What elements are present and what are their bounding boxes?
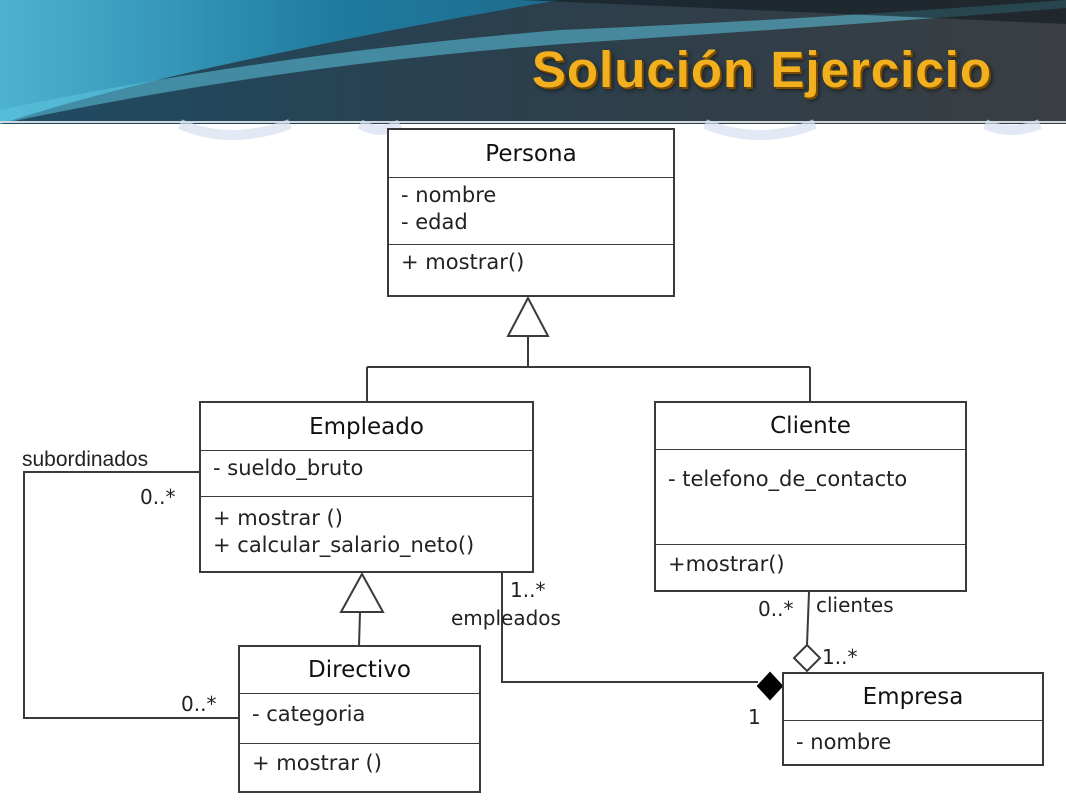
generalization-arrow-empleado	[339, 571, 385, 613]
operation: +mostrar()	[668, 552, 785, 576]
multiplicity-clientes: 0..*	[758, 597, 794, 621]
class-name: Empleado	[201, 403, 532, 451]
class-empleado: Empleado - sueldo_bruto + mostrar () + c…	[199, 401, 534, 573]
multiplicity-empleados: 1..*	[510, 578, 546, 602]
class-directivo: Directivo - categoria + mostrar ()	[238, 645, 481, 793]
attribute: - telefono_de_contacto	[668, 467, 908, 491]
multiplicity-empresa-composition: 1	[748, 705, 761, 729]
multiplicity-empresa-aggregation: 1..*	[822, 645, 858, 669]
generalization-arrow-persona	[506, 295, 550, 337]
operation: + mostrar()	[401, 250, 525, 274]
association-clientes	[806, 591, 810, 646]
attribute: - sueldo_bruto	[213, 456, 364, 480]
header-banner	[0, 0, 1066, 124]
attribute: - edad	[401, 210, 468, 234]
multiplicity-subordinados-directivo: 0..*	[181, 692, 217, 716]
multiplicity-subordinados-empleado: 0..*	[140, 485, 176, 509]
class-operations: +mostrar()	[656, 545, 965, 582]
class-attributes: - sueldo_bruto	[201, 451, 532, 497]
attribute: - categoria	[252, 702, 366, 726]
class-operations: + mostrar()	[389, 245, 673, 280]
operation: + mostrar ()	[213, 506, 343, 530]
association-subordinados	[23, 471, 239, 719]
class-empresa: Empresa - nombre	[782, 672, 1044, 766]
class-operations: + mostrar () + calcular_salario_neto()	[201, 497, 532, 563]
operation: + calcular_salario_neto()	[213, 533, 475, 557]
slide-title: Solución Ejercicio	[531, 41, 992, 98]
class-persona: Persona - nombre - edad + mostrar()	[387, 128, 675, 297]
decorative-arcs	[177, 119, 1042, 140]
attribute: - nombre	[401, 183, 497, 207]
aggregation-diamond	[792, 643, 822, 673]
class-cliente: Cliente - telefono_de_contacto +mostrar(…	[654, 401, 967, 592]
role-clientes: clientes	[816, 593, 894, 617]
class-operations: + mostrar ()	[240, 744, 479, 781]
composition-diamond	[756, 671, 784, 701]
role-empleados: empleados	[451, 606, 561, 630]
class-attributes: - categoria	[240, 694, 479, 744]
attribute: - nombre	[796, 730, 892, 754]
class-name: Empresa	[784, 674, 1042, 721]
class-attributes: - telefono_de_contacto	[656, 450, 965, 545]
class-name: Directivo	[240, 647, 479, 694]
operation: + mostrar ()	[252, 751, 382, 775]
association-empleados	[501, 573, 758, 683]
class-attributes: - nombre - edad	[389, 178, 673, 245]
class-name: Cliente	[656, 403, 965, 450]
class-attributes: - nombre	[784, 721, 1042, 760]
role-subordinados: subordinados	[22, 448, 149, 471]
class-name: Persona	[389, 130, 673, 178]
